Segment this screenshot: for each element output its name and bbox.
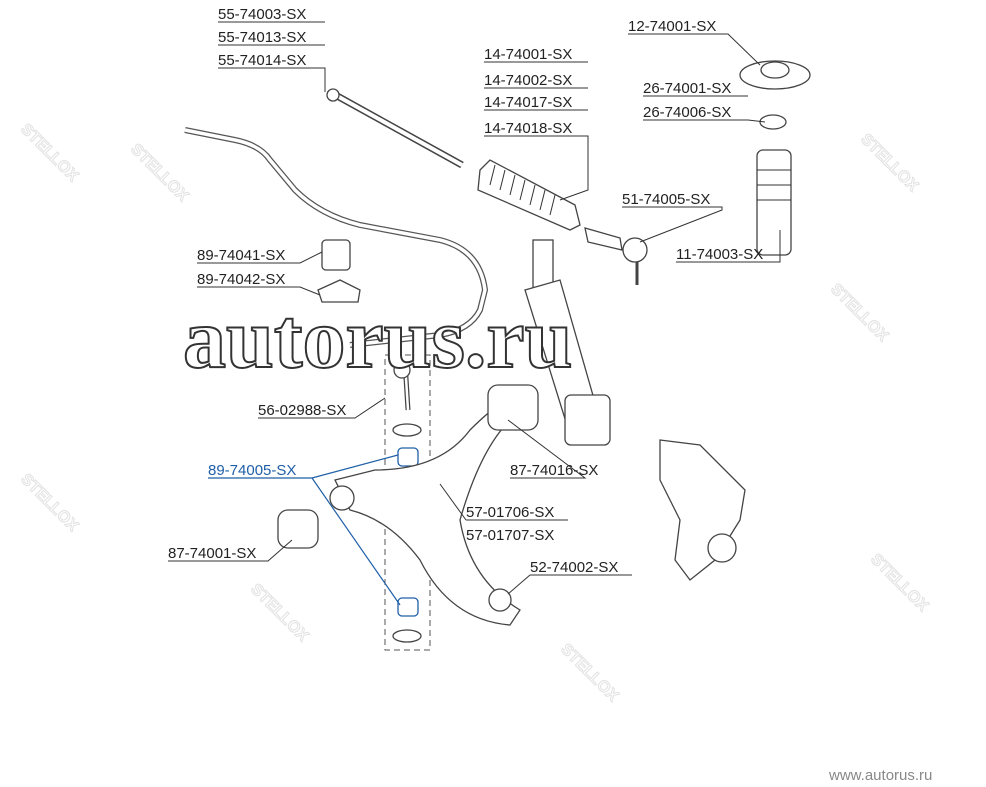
part-label[interactable]: 56-02988-SX	[258, 402, 346, 419]
stellox-mark: STELLOX	[557, 641, 621, 705]
leader-lines	[168, 21, 781, 606]
part-label[interactable]: 14-74002-SX	[484, 72, 572, 89]
stellox-watermark-pattern: STELLOX STELLOX STELLOX STELLOX STELLOX …	[17, 120, 932, 705]
part-label[interactable]: 55-74014-SX	[218, 52, 306, 69]
stabilizer-bushing	[321, 239, 351, 271]
ball-joint	[488, 588, 512, 612]
stellox-mark: STELLOX	[247, 581, 311, 645]
footer-url: www.autorus.ru	[828, 767, 932, 784]
washer	[392, 423, 422, 437]
lower-control-arm	[334, 404, 521, 626]
part-label[interactable]: 87-74016-SX	[510, 462, 598, 479]
stellox-mark: STELLOX	[17, 121, 81, 185]
part-label[interactable]: 55-74003-SX	[218, 6, 306, 23]
part-label[interactable]: 87-74001-SX	[168, 545, 256, 562]
rear-arm-bushing	[487, 384, 539, 431]
link-bushing-upper	[397, 447, 419, 467]
front-arm-bushing	[277, 509, 319, 549]
part-label[interactable]: 51-74005-SX	[622, 191, 710, 208]
part-label[interactable]: 14-74017-SX	[484, 94, 572, 111]
part-label[interactable]: 11-74003-SX	[676, 246, 763, 263]
stellox-mark: STELLOX	[127, 141, 191, 205]
part-label[interactable]: 12-74001-SX	[628, 18, 716, 35]
part-label[interactable]: 26-74006-SX	[643, 104, 731, 121]
part-label[interactable]: 26-74001-SX	[643, 80, 731, 97]
part-label[interactable]: 57-01706-SX	[466, 504, 554, 521]
link-bushing-lower	[397, 597, 419, 617]
site-watermark: autorus.ru	[183, 290, 572, 386]
tie-rod-end	[584, 227, 623, 251]
part-label[interactable]: 89-74042-SX	[197, 271, 285, 288]
part-label-highlighted[interactable]: 89-74005-SX	[208, 462, 296, 479]
steering-knuckle	[659, 439, 746, 581]
stabilizer-bracket	[317, 279, 361, 303]
stellox-mark: STELLOX	[827, 281, 891, 345]
strut-bearing	[759, 114, 787, 130]
stellox-mark: STELLOX	[857, 131, 921, 195]
part-label[interactable]: 14-74018-SX	[484, 120, 572, 137]
stellox-mark: STELLOX	[867, 551, 931, 615]
part-label[interactable]: 14-74001-SX	[484, 46, 572, 63]
stellox-mark: STELLOX	[17, 471, 81, 535]
part-label[interactable]: 52-74002-SX	[530, 559, 618, 576]
part-label[interactable]: 55-74013-SX	[218, 29, 306, 46]
part-label[interactable]: 89-74041-SX	[197, 247, 285, 264]
part-label[interactable]: 57-01707-SX	[466, 527, 554, 544]
strut-dust-boot	[756, 149, 792, 256]
